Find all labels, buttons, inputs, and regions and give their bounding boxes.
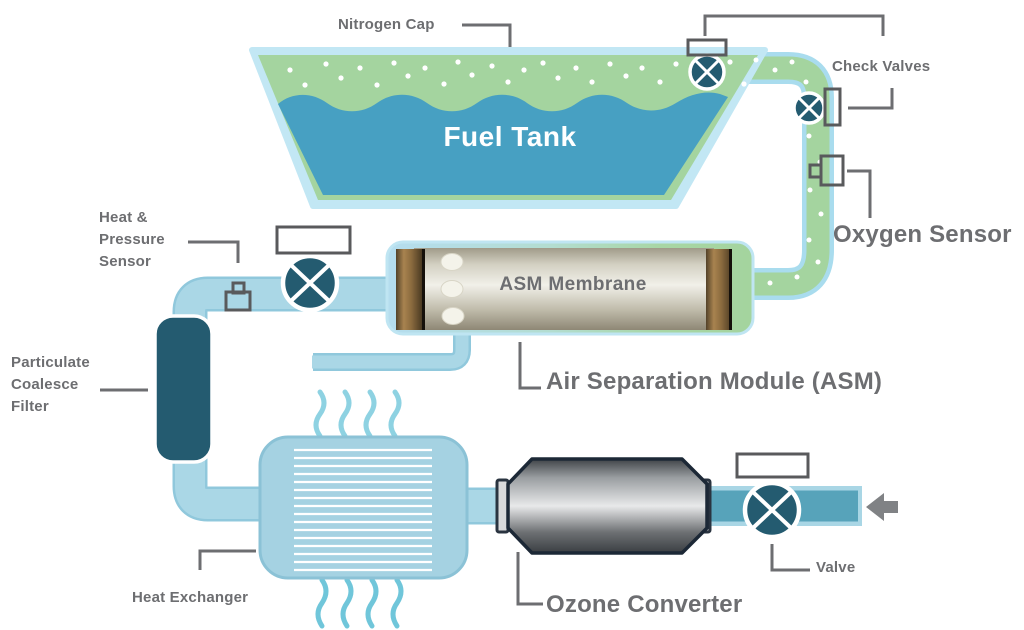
oxygen-sensor-label: Oxygen Sensor [833,221,1012,248]
nitrogen-cap-leader [462,23,512,47]
heat-wave-icons [313,389,404,629]
fuel-tank-label: Fuel Tank [443,121,577,152]
asm-membrane-label: ASM Membrane [499,274,647,295]
heat-exchanger-label: Heat Exchanger [132,589,249,606]
check-valve2-leader [848,88,894,110]
check-valve-actuator-box-1 [686,38,728,57]
check-valve-actuator-box-2 [823,87,842,127]
ozone-converter [495,457,712,555]
filter-to-exchanger-pipe [172,450,272,522]
asm-end-cap-right [706,249,732,330]
check-valves-leader [703,14,885,36]
heat-pressure-leader [188,240,240,263]
asm-valve-actuator-box [275,225,352,255]
valve-label: Valve [816,559,856,576]
particulate-filter [153,314,214,464]
asm-leader [518,342,541,390]
heat-exchanger-fins [294,448,432,572]
asm-end-cap-left [396,249,422,330]
oxygen-vent-pipe [312,328,471,371]
inlet-valve-icon [742,480,802,540]
filter-to-asm-pipe [172,276,390,330]
ozone-converter-label: Ozone Converter [546,591,743,618]
check-valve-icon-1 [688,53,726,91]
air-separation-module-label: Air Separation Module (ASM) [546,368,883,395]
heat-exchanger [258,435,469,580]
air-separation-module [385,240,755,336]
heat-pressure-sensor-probe [231,281,246,295]
fuel-liquid [278,92,728,195]
oxygen-sensor-leader [847,169,872,218]
check-valves-label: Check Valves [832,58,931,75]
asm-pores [440,253,465,325]
heat-exchanger-leader [198,549,256,570]
flow-arrow-icon [866,493,898,521]
asm-inlet-valve-icon [280,253,340,313]
nea-pipe [736,52,834,300]
valve-leader [770,544,810,572]
fuel-tank [249,47,768,209]
heat-pressure-sensor-label: Heat & Pressure Sensor [99,209,165,270]
nitrogen-cap-label: Nitrogen Cap [338,16,435,33]
particulate-filter-label: Particulate Coalesce Filter [11,354,90,415]
inlet-valve-actuator-box [735,452,810,479]
ozone-converter-leader [516,552,543,606]
oxygen-sensor-probe [808,163,823,179]
check-valve-icon-2 [792,91,826,125]
